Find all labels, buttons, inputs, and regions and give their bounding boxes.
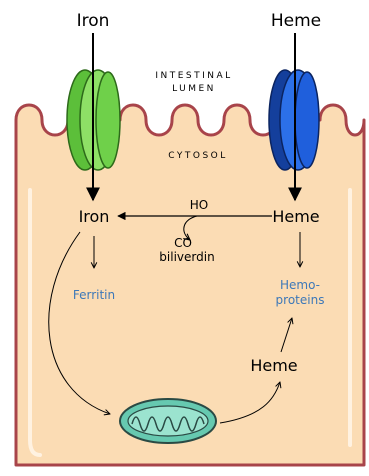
intestinal-lumen-label-2: LUMEN: [172, 84, 216, 94]
hemoproteins-label-2: proteins: [276, 293, 325, 307]
co-label: CO: [174, 236, 192, 250]
ho-label: HO: [190, 198, 208, 212]
iron-cytosol-label: Iron: [79, 207, 110, 226]
hemoproteins-label: Hemo-: [280, 278, 320, 292]
iron-lumen-label: Iron: [77, 11, 110, 31]
cytosol-label: CYTOSOL: [168, 151, 228, 161]
heme-cytosol-label: Heme: [272, 207, 319, 226]
intestinal-lumen-label: INTESTINAL: [155, 71, 232, 81]
ferritin-label: Ferritin: [73, 288, 115, 302]
biliverdin-label: biliverdin: [159, 250, 214, 264]
heme-lumen-label: Heme: [271, 11, 321, 31]
mitochondrion: [120, 399, 216, 443]
heme-mitochondrial-label: Heme: [250, 356, 297, 375]
